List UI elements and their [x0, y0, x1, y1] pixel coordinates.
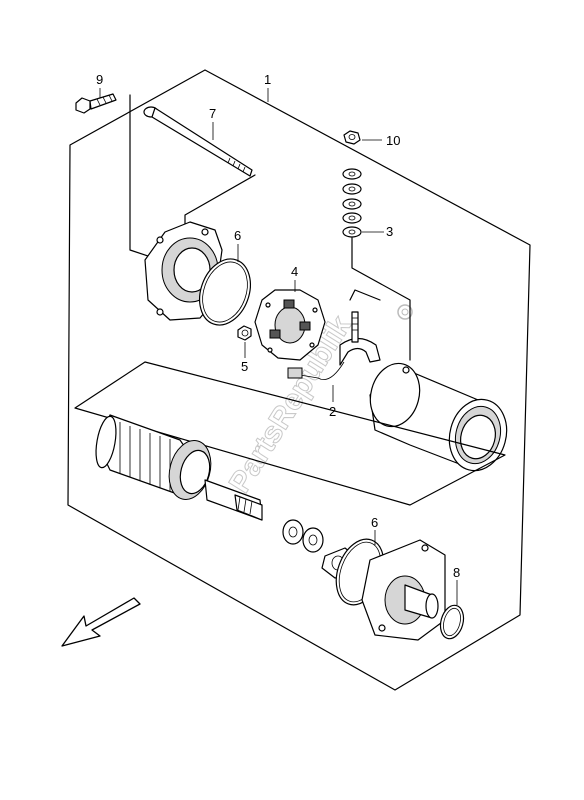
washer-bracket-line — [351, 237, 411, 361]
direction-arrow-icon — [61, 597, 141, 647]
callout-3: 3 — [386, 224, 393, 239]
callout-1: 1 — [264, 72, 271, 87]
brush-holder-plate-4 — [254, 289, 326, 361]
armature — [95, 414, 263, 521]
callout-2: 2 — [329, 404, 336, 419]
nut-10 — [343, 130, 361, 145]
o-ring-8 — [439, 604, 465, 640]
through-bolt-7 — [143, 106, 253, 177]
callout-8: 8 — [453, 565, 460, 580]
terminal-bracket-line — [349, 289, 381, 301]
front-housing — [361, 539, 446, 641]
callout-6-lower: 6 — [371, 515, 378, 530]
callout-10: 10 — [386, 133, 400, 148]
gear-icon — [397, 304, 413, 320]
callout-7: 7 — [209, 106, 216, 121]
terminal-brush-2 — [287, 311, 381, 381]
leader-lines — [99, 88, 458, 605]
callout-9: 9 — [96, 72, 103, 87]
callout-4: 4 — [291, 264, 298, 279]
cover-bracket-line — [184, 174, 256, 226]
assembly-outline — [67, 69, 531, 691]
armature-outline — [74, 361, 506, 506]
callout-5: 5 — [241, 359, 248, 374]
o-ring-6-upper — [199, 258, 251, 326]
washer-stack-3 — [342, 168, 362, 238]
bolt-9 — [75, 93, 117, 114]
yoke-housing — [369, 362, 508, 472]
callout-6-upper: 6 — [234, 228, 241, 243]
nut-5 — [237, 325, 252, 341]
